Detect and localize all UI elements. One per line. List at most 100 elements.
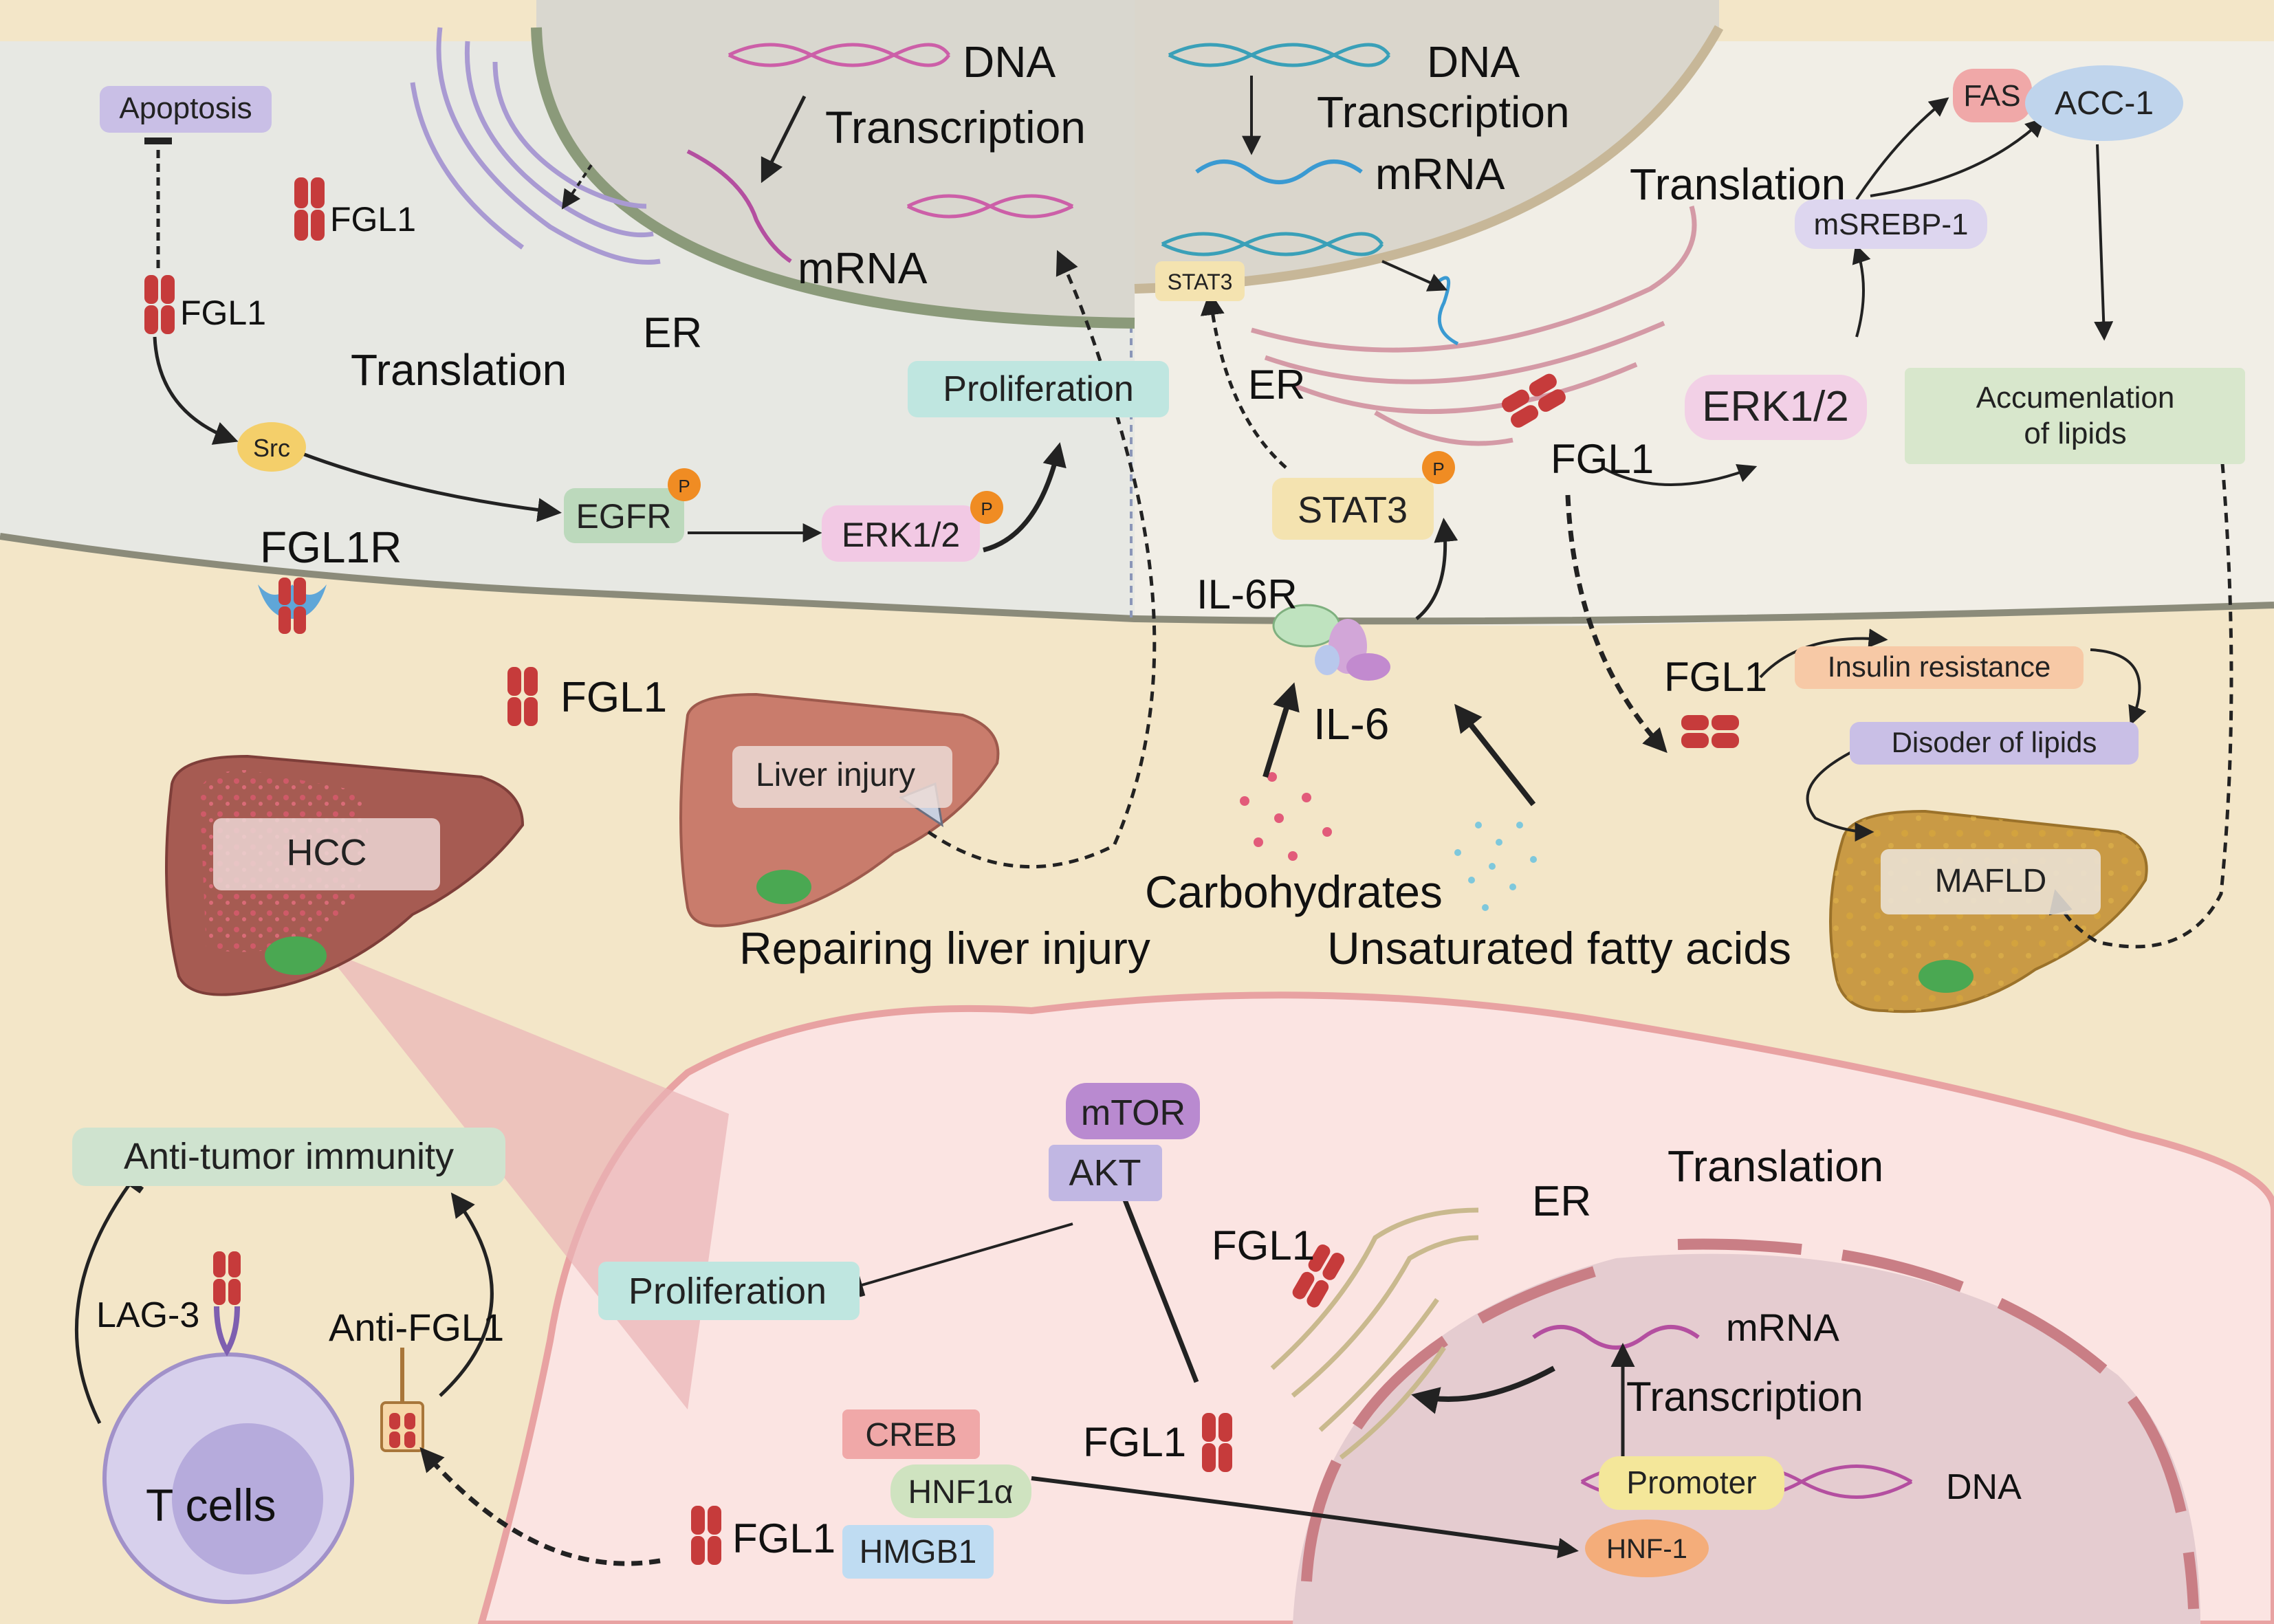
hnf1a-label: HNF1α: [908, 1474, 1013, 1511]
carbohydrate-dots: [1240, 772, 1332, 861]
fatty-acids-label: Unsaturated fatty acids: [1327, 923, 1791, 974]
acc1-label: ACC-1: [2055, 85, 2154, 122]
erk-left-label: ERK1/2: [842, 516, 960, 554]
translation-label: Translation: [351, 345, 567, 395]
fgl1-label: FGL1: [1083, 1419, 1186, 1465]
hcc-box: [213, 818, 440, 890]
dna-helix-top-left: [728, 43, 951, 67]
erk-right-box: [1685, 375, 1867, 440]
fgl1r-label: FGL1R: [260, 523, 402, 572]
fgl1-protein-icon: [691, 1506, 721, 1565]
fgl1-protein-icon: [144, 275, 175, 334]
repairing-liver-injury-label: Repairing liver injury: [739, 923, 1150, 974]
egfr-label: EGFR: [576, 497, 672, 536]
nuclear-envelope-bottom-left: [1301, 1260, 1618, 1582]
hmgb1-label: HMGB1: [860, 1534, 977, 1570]
stat3-small-label: STAT3: [1168, 270, 1233, 294]
t-cell-icon: [102, 1306, 354, 1604]
proliferation-bottom-box: [598, 1262, 860, 1320]
fgl1-protein-icon: [1292, 1244, 1345, 1308]
lag3-label: LAG-3: [96, 1295, 199, 1335]
pathway-arrows: [74, 76, 2233, 1566]
lipid-disorder-label: Disoder of lipids: [1892, 726, 2097, 758]
hmgb1-box: [842, 1525, 994, 1579]
hnf1a-box: [890, 1464, 1031, 1518]
er-structure-top-right: [1251, 206, 1697, 446]
erk-right-label: ERK1/2: [1702, 383, 1849, 430]
mrna-strand-top-right: [1195, 160, 1363, 184]
dna-label: DNA: [1946, 1467, 2022, 1507]
dna-helix-top-right: [1168, 43, 1391, 67]
fgl1-label: FGL1: [1664, 654, 1767, 700]
msrebp1-label: mSREBP-1: [1814, 208, 1969, 241]
phospho-label: P: [678, 476, 690, 496]
liver-injury-box: [732, 746, 952, 808]
creb-label: CREB: [865, 1417, 956, 1453]
anti-tumor-box: [72, 1128, 505, 1186]
translation-label: Translation: [1668, 1141, 1883, 1191]
akt-label: AKT: [1069, 1152, 1141, 1194]
fgl1-protein-icon: [213, 1251, 241, 1305]
anti-fgl1-label: Anti-FGL1: [329, 1306, 504, 1349]
anti-tumor-label: Anti-tumor immunity: [124, 1136, 454, 1177]
er-label: ER: [1248, 362, 1305, 408]
fgl1-protein-icon: [1502, 373, 1566, 428]
phospho-label: P: [981, 498, 992, 519]
mrna-label: mRNA: [1726, 1306, 1840, 1349]
er-label: ER: [1532, 1178, 1591, 1225]
dna-helix-proliferation: [906, 194, 1074, 219]
fatty-acid-dots: [1454, 822, 1537, 911]
accumulation-box: [1905, 368, 2245, 464]
erk-left-box: [822, 505, 980, 562]
stat3-label: STAT3: [1298, 490, 1408, 531]
proliferation-bottom-label: Proliferation: [628, 1271, 827, 1312]
phospho-badge: [970, 491, 1003, 524]
fgl1-protein-icon: [1681, 715, 1739, 748]
fgl1-label: FGL1: [1551, 436, 1654, 482]
transcription-label: Transcription: [1317, 87, 1570, 137]
hcc-label: HCC: [287, 832, 367, 873]
apoptosis-box: [100, 86, 272, 133]
hnf1-label: HNF-1: [1606, 1534, 1687, 1564]
fgl1-label: FGL1: [330, 200, 416, 239]
fgl1-anti-complex-icon: [380, 1348, 424, 1452]
dna-label: DNA: [1427, 37, 1520, 87]
fgl1-label: FGL1: [1212, 1222, 1315, 1269]
insulin-resistance-label: Insulin resistance: [1828, 650, 2051, 683]
akt-box: [1049, 1145, 1162, 1201]
mafld-label: MAFLD: [1935, 863, 2047, 899]
acc1-node: [2025, 65, 2183, 141]
carbohydrates-label: Carbohydrates: [1145, 866, 1443, 917]
src-node: [237, 422, 306, 472]
accumulation-label: Accumenlation: [1976, 381, 2175, 415]
fgl1-protein-icon: [294, 177, 325, 241]
nucleus-bottom: [1293, 1253, 2200, 1624]
liver-injury-label: Liver injury: [756, 757, 915, 793]
stat3-small-box: [1155, 261, 1245, 301]
creb-box: [842, 1409, 980, 1459]
fgl1-label: FGL1: [560, 674, 667, 721]
phospho-badge: [668, 468, 701, 501]
insulin-resistance-box: [1795, 646, 2084, 689]
transcription-label: Transcription: [1626, 1374, 1863, 1420]
nuclear-envelope-left: [531, 27, 1135, 329]
promoter-box: [1599, 1456, 1784, 1510]
hnf1-node: [1585, 1519, 1709, 1577]
il6r-receptor-icon: [1272, 604, 1390, 681]
apoptosis-label: Apoptosis: [119, 91, 252, 125]
fgl1-protein-icon: [1202, 1413, 1232, 1472]
dna-helix-stat3: [1161, 232, 1384, 256]
nuclear-envelope-right: [1134, 25, 1724, 294]
mrna-label: mRNA: [1375, 149, 1505, 199]
il6-label: IL-6: [1313, 699, 1389, 749]
nucleus-top-right: [1135, 0, 1719, 289]
proliferation-top-box: [908, 361, 1169, 417]
fgl1r-receptor-icon: [258, 584, 327, 619]
transcription-label: Transcription: [825, 102, 1086, 153]
proliferation-top-label: Proliferation: [943, 369, 1133, 409]
er-structure-bottom: [1270, 1207, 1479, 1460]
mtor-label: mTOR: [1081, 1093, 1185, 1133]
er-label: ER: [643, 309, 702, 357]
